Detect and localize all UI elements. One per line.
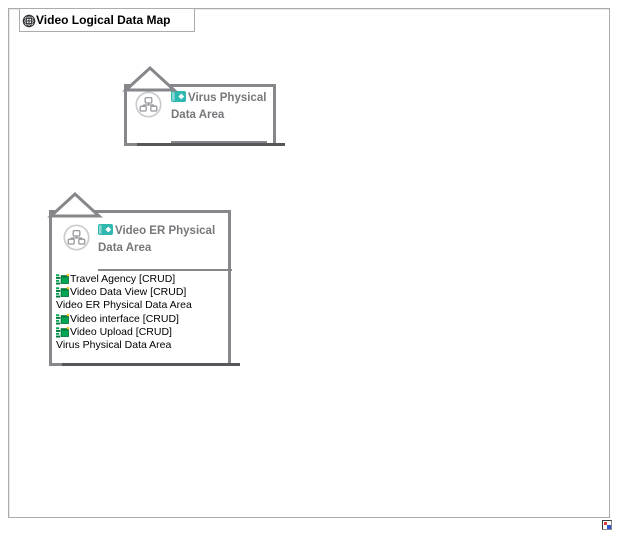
list-item-label: Travel Agency [CRUD] — [70, 273, 176, 285]
list-item[interactable]: Video Data View [CRUD] — [56, 286, 226, 299]
list-item-label: Video interface [CRUD] — [70, 312, 179, 325]
entity-crud-icon — [56, 274, 69, 286]
broken-image-blue-dot — [607, 525, 611, 529]
diagram-canvas[interactable]: Video Logical Data Map Virus Physical Da… — [8, 8, 610, 518]
list-item[interactable]: Travel Agency [CRUD] — [56, 273, 226, 286]
globe-icon — [22, 14, 36, 27]
broken-image-red-dot — [604, 522, 607, 525]
list-item[interactable]: Video Upload [CRUD] — [56, 326, 226, 339]
shape-virus-physical-data-area[interactable]: Virus Physical Data Area — [124, 66, 285, 146]
roof-outline-icon — [124, 66, 176, 92]
header-separator — [98, 269, 232, 271]
list-item[interactable]: Video ER Physical Data Area — [56, 299, 226, 312]
shape-title: Video ER Physical Data Area — [98, 225, 216, 254]
header-separator — [171, 141, 267, 143]
physical-data-area-badge-icon — [98, 224, 113, 235]
entity-crud-icon — [56, 313, 69, 325]
list-item[interactable]: Virus Physical Data Area — [56, 339, 226, 352]
list-item-label: Video Data View [CRUD] — [70, 286, 187, 299]
physical-data-area-badge-icon — [171, 91, 186, 102]
roof-outline-icon — [49, 192, 101, 218]
shape-title-block: Virus Physical Data Area — [171, 90, 267, 124]
diagram-tab[interactable]: Video Logical Data Map — [19, 8, 195, 32]
shape-shadow — [137, 143, 285, 146]
entity-crud-icon — [56, 287, 69, 299]
list-item-label: Video ER Physical Data Area — [56, 299, 192, 312]
entity-crud-icon — [56, 326, 69, 338]
mapped-object-list: Travel Agency [CRUD] Video Data View [CR… — [56, 273, 226, 352]
list-item-label: Virus Physical Data Area — [56, 339, 172, 352]
shape-shadow — [62, 363, 240, 366]
diagram-title: Video Logical Data Map — [36, 13, 171, 27]
shape-title: Virus Physical Data Area — [171, 92, 267, 121]
shape-title-block: Video ER Physical Data Area — [98, 223, 232, 257]
data-area-circle-icon — [63, 224, 90, 251]
data-area-circle-icon — [135, 91, 162, 118]
shape-video-er-physical-data-area[interactable]: Video ER Physical Data Area Travel Agenc… — [49, 192, 240, 366]
broken-image-icon — [602, 520, 612, 530]
list-item[interactable]: Video interface [CRUD] — [56, 313, 226, 326]
list-item-label: Video Upload [CRUD] — [70, 325, 172, 338]
